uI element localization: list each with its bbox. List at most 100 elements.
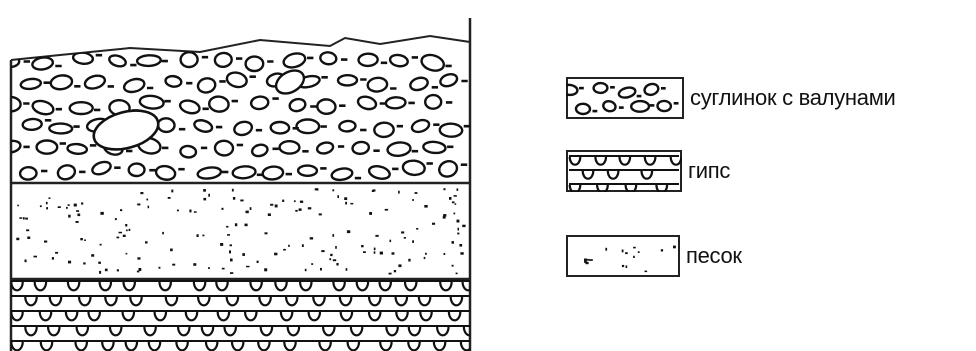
boulder bbox=[352, 141, 370, 155]
gypsum-crystal bbox=[369, 297, 380, 305]
gypsum-crystal bbox=[261, 327, 272, 335]
sand-grain bbox=[330, 254, 332, 256]
gypsum-crystal bbox=[166, 297, 177, 305]
sand-grain bbox=[452, 265, 454, 267]
sand-grain bbox=[320, 268, 322, 271]
gypsum-crystal bbox=[89, 312, 100, 320]
sand-grain bbox=[44, 241, 47, 243]
boulder bbox=[49, 123, 72, 133]
boulder bbox=[358, 53, 378, 66]
boulder bbox=[180, 52, 198, 67]
sand-grain bbox=[460, 252, 463, 255]
sand-grain bbox=[274, 253, 277, 256]
boulder bbox=[410, 118, 430, 134]
sand-grain bbox=[229, 250, 231, 253]
sand-grain bbox=[226, 226, 228, 228]
sand-grain bbox=[98, 262, 101, 264]
gypsum-crystal bbox=[110, 327, 121, 335]
gypsum-crystal bbox=[66, 312, 77, 320]
legend-label-gypsum: гипс bbox=[688, 158, 730, 184]
sand-grain bbox=[137, 271, 139, 273]
boulder bbox=[180, 145, 197, 158]
layer-loam-with-boulders bbox=[0, 51, 470, 181]
sand-grain bbox=[412, 240, 414, 243]
boulder bbox=[368, 164, 391, 181]
sand-grain bbox=[661, 249, 663, 251]
gypsum-crystal bbox=[102, 342, 113, 350]
sand-grain bbox=[100, 244, 102, 246]
sand-grain bbox=[288, 245, 290, 247]
boulder bbox=[165, 75, 182, 87]
boulder bbox=[439, 72, 459, 88]
gypsum-crystal bbox=[176, 342, 187, 350]
boulder bbox=[386, 97, 406, 109]
boulder bbox=[296, 119, 319, 133]
gypsum-crystal bbox=[186, 312, 197, 320]
sand-grain bbox=[159, 267, 161, 269]
sand-grain bbox=[622, 265, 624, 267]
sand-grain bbox=[398, 264, 401, 267]
gypsum-crystal bbox=[76, 342, 87, 350]
boulder bbox=[387, 141, 411, 157]
sand-grain bbox=[202, 235, 204, 237]
sand-grain bbox=[424, 205, 427, 208]
boulder bbox=[317, 99, 336, 115]
gypsum-crystal bbox=[323, 327, 334, 335]
boulder bbox=[279, 141, 299, 154]
boulder bbox=[123, 77, 146, 94]
sand-grain bbox=[193, 263, 196, 266]
sand-grain bbox=[172, 264, 175, 266]
boulder bbox=[420, 52, 446, 73]
boulder bbox=[214, 52, 232, 67]
gypsum-crystal bbox=[41, 342, 52, 350]
gypsum-crystal bbox=[225, 327, 236, 335]
sand-grain bbox=[457, 233, 459, 235]
gypsum-crystal bbox=[380, 342, 391, 350]
sand-grain bbox=[315, 188, 318, 190]
layer-sand bbox=[16, 188, 465, 274]
sand-grain bbox=[457, 220, 460, 223]
sand-grain bbox=[329, 258, 331, 260]
gypsum-crystal bbox=[79, 297, 90, 305]
sand-grain bbox=[240, 200, 243, 202]
sand-grain bbox=[203, 189, 206, 192]
sand-grain bbox=[350, 203, 353, 205]
gypsum-crystal bbox=[194, 282, 205, 290]
sand-grain bbox=[456, 273, 458, 275]
sand-grain bbox=[227, 234, 230, 236]
boulder bbox=[155, 164, 176, 181]
sand-grain bbox=[374, 248, 376, 251]
gypsum-crystal bbox=[258, 342, 269, 350]
boulder bbox=[193, 118, 214, 133]
gypsum-crystal bbox=[386, 327, 397, 335]
gypsum-crystal bbox=[275, 282, 286, 290]
sand-grain bbox=[208, 194, 210, 197]
sand-grain bbox=[401, 231, 404, 233]
gypsum-crystal bbox=[245, 312, 256, 320]
legend-item-gypsum: гипс bbox=[566, 150, 730, 192]
sand-grain bbox=[245, 224, 248, 227]
sand-grain bbox=[120, 209, 122, 211]
sand-grain bbox=[25, 260, 27, 263]
boulder bbox=[91, 160, 113, 177]
sand-grain bbox=[68, 204, 70, 206]
sand-grain bbox=[66, 207, 68, 209]
large-boulder bbox=[89, 104, 162, 156]
gypsum-crystal bbox=[11, 312, 22, 320]
sand-grain bbox=[123, 235, 126, 237]
sand-grain bbox=[363, 251, 366, 253]
sand-grain bbox=[250, 207, 252, 210]
sand-grain bbox=[83, 262, 85, 264]
legend-swatch-loam-with-boulders bbox=[566, 77, 684, 119]
sand-grain bbox=[633, 256, 635, 258]
sand-grain bbox=[129, 229, 131, 231]
sand-grain bbox=[168, 197, 171, 199]
boulder bbox=[73, 52, 94, 65]
gypsum-crystal bbox=[357, 282, 368, 290]
sand-grain bbox=[452, 201, 455, 203]
sand-grain bbox=[585, 262, 588, 264]
sand-grain bbox=[408, 259, 410, 262]
sand-grain bbox=[81, 202, 83, 204]
sand-grain bbox=[638, 251, 640, 253]
sand-grain bbox=[26, 229, 29, 231]
